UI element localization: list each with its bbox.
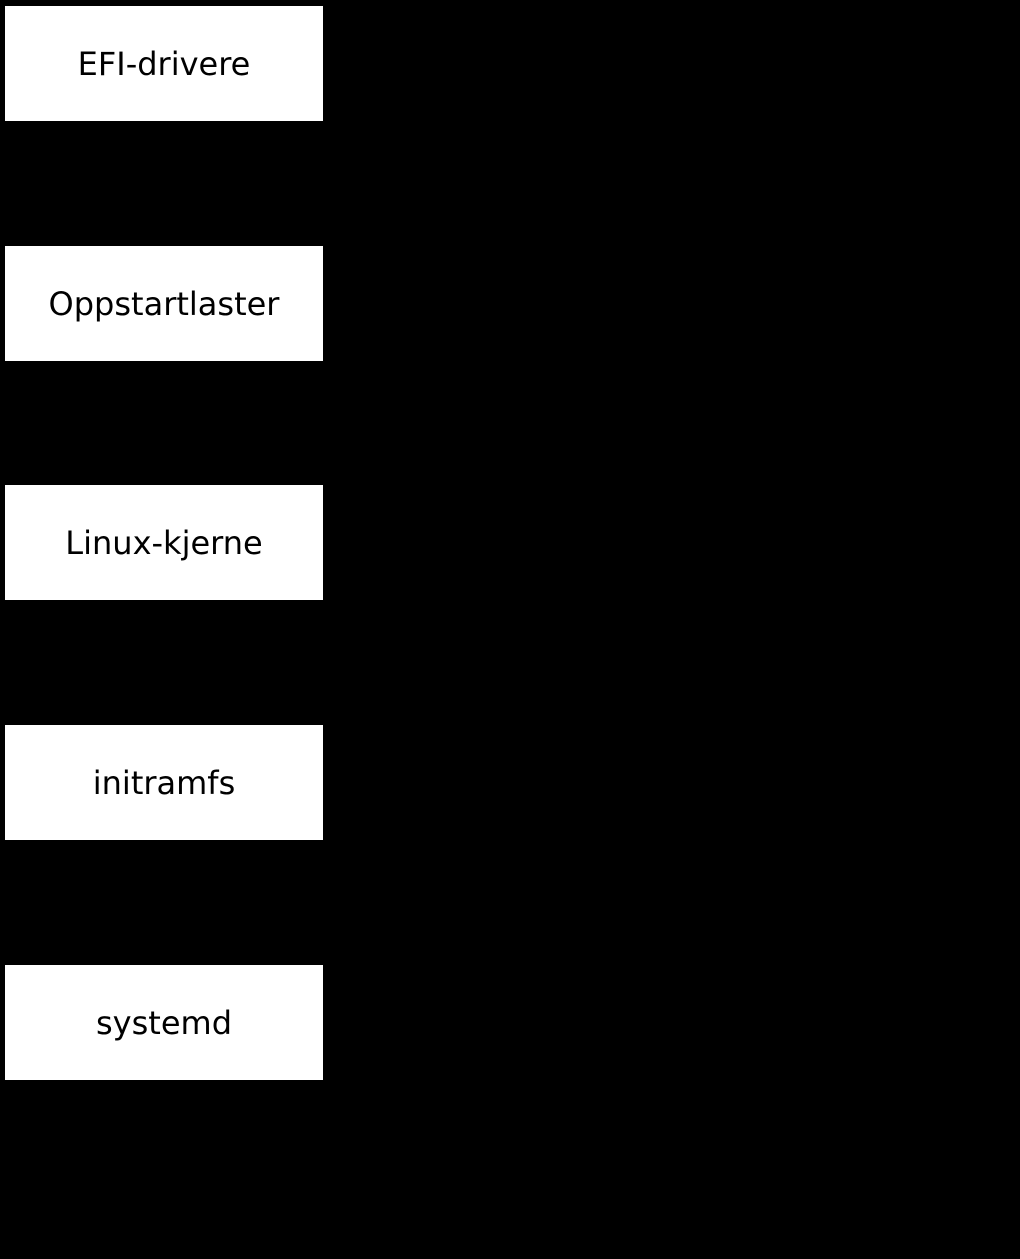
node-oppstartlaster: Oppstartlaster <box>5 246 323 361</box>
node-efi-drivere: EFI-drivere <box>5 6 323 121</box>
node-linux-kjerne-label: Linux-kjerne <box>65 523 263 562</box>
node-systemd-label: systemd <box>96 1003 232 1042</box>
node-systemd: systemd <box>5 965 323 1080</box>
node-linux-kjerne: Linux-kjerne <box>5 485 323 600</box>
node-efi-drivere-label: EFI-drivere <box>77 44 251 83</box>
node-initramfs-label: initramfs <box>92 763 236 802</box>
node-oppstartlaster-label: Oppstartlaster <box>48 284 280 323</box>
node-initramfs: initramfs <box>5 725 323 840</box>
